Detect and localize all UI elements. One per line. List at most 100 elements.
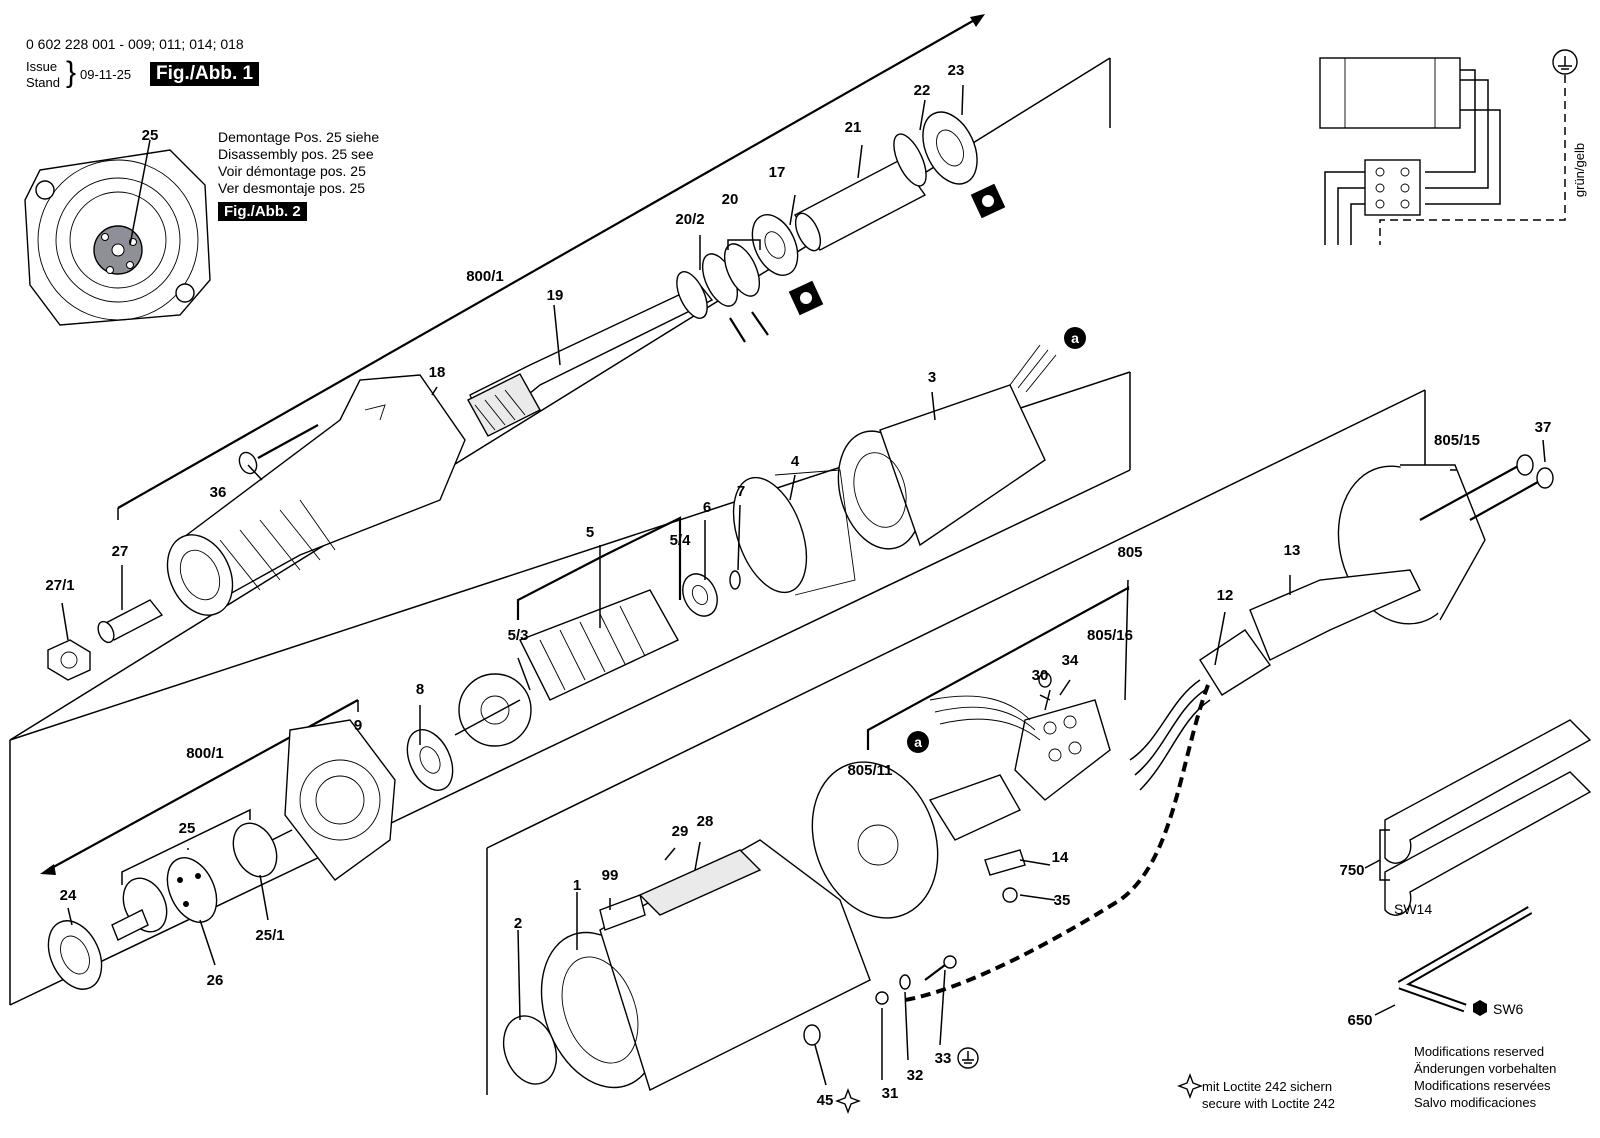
cable-12 — [904, 629, 1272, 1002]
sleeve-4 — [732, 469, 856, 596]
label-14: 14 — [1052, 849, 1069, 866]
label-33: 33 — [935, 1050, 952, 1067]
disc-26 — [166, 857, 218, 923]
label-36: 36 — [210, 484, 227, 501]
disassembly-note-es: Ver desmontaje pos. 25 — [218, 180, 366, 196]
washers-20 — [701, 243, 769, 343]
label-23: 23 — [948, 62, 965, 79]
label-12: 12 — [1217, 587, 1234, 604]
hex-key-650 — [1397, 906, 1533, 1016]
label-45: 45 — [817, 1092, 834, 1109]
coupling-25-1 — [232, 822, 293, 878]
assembly-frame-top — [9, 14, 1111, 741]
loctite-star-icon — [835, 1088, 861, 1114]
label-750: 750 — [1339, 862, 1364, 879]
wiring-schematic — [1319, 49, 1578, 245]
spindle-shaft-19 — [467, 284, 714, 437]
label-27-1: 27/1 — [45, 577, 74, 594]
retaining-ring-7 — [729, 570, 741, 590]
bearing-flange-9 — [284, 719, 396, 881]
issue-date: 09-11-25 — [80, 67, 132, 82]
screw-35 — [1002, 887, 1018, 903]
label-800-1-bottom: 800/1 — [186, 745, 224, 762]
disassembly-note-de: Demontage Pos. 25 siehe — [218, 129, 380, 145]
label-805-15: 805/15 — [1434, 432, 1480, 449]
label-805-11: 805/11 — [847, 762, 892, 779]
label-30: 30 — [1032, 667, 1049, 684]
label-5-3: 5/3 — [508, 627, 529, 644]
label-9: 9 — [354, 717, 362, 734]
label-37: 37 — [1535, 419, 1552, 436]
connector-marker-a-top: a — [1064, 327, 1086, 349]
modifications-note-en: Modifications reserved — [1414, 1044, 1545, 1059]
bearing-23 — [922, 111, 1006, 219]
connector-marker-a-mid: a — [907, 731, 929, 753]
loctite-note-en: secure with Loctite 242 — [1202, 1096, 1335, 1111]
brush-holder-805-11 — [811, 761, 1021, 919]
wrench-size-label: SW14 — [1394, 901, 1432, 917]
label-26: 26 — [207, 972, 224, 989]
field-winding-3 — [837, 344, 1057, 550]
label-8: 8 — [416, 681, 424, 698]
label-18: 18 — [429, 364, 446, 381]
bearing-17 — [751, 214, 824, 316]
disassembly-note-en: Disassembly pos. 25 see — [218, 146, 374, 162]
armature-5 — [454, 589, 679, 747]
label-19: 19 — [547, 287, 564, 304]
modifications-note-fr: Modifications reservées — [1414, 1078, 1551, 1093]
nut-27-1 — [47, 639, 91, 681]
modifications-note-de: Änderungen vorbehalten — [1414, 1061, 1557, 1076]
label-5-4: 5/4 — [670, 532, 692, 549]
label-21: 21 — [845, 119, 862, 136]
bearing-6 — [682, 573, 718, 617]
label-805-16: 805/16 — [1087, 627, 1133, 644]
label-3: 3 — [928, 369, 936, 386]
label-7: 7 — [737, 483, 745, 500]
label-20-2: 20/2 — [675, 211, 704, 228]
label-20: 20 — [722, 191, 739, 208]
label-5: 5 — [586, 524, 594, 541]
label-25-inset: 25 — [142, 127, 159, 144]
shaft-25 — [111, 877, 168, 941]
label-6: 6 — [703, 499, 711, 516]
disassembly-note-fr: Voir démontage pos. 25 — [218, 163, 366, 179]
part-number-list: 0 602 228 001 - 009; 011; 014; 018 — [26, 36, 244, 52]
inset-flange-drawing — [24, 139, 211, 326]
label-1: 1 — [573, 877, 581, 894]
label-13: 13 — [1284, 542, 1301, 559]
bearing-8 — [406, 729, 454, 791]
issue-brace: } — [66, 56, 77, 89]
o-ring-20-2 — [676, 271, 708, 319]
ground-parts-31-33 — [875, 955, 957, 1005]
motor-housing-1 — [540, 839, 871, 1091]
label-17: 17 — [769, 164, 786, 181]
connector-a-mid-label: a — [914, 734, 922, 750]
wrench-750 — [1384, 719, 1592, 916]
loctite-star-legend-icon — [1177, 1073, 1203, 1099]
collet-27 — [97, 599, 164, 644]
assembly-frame-bottom-right — [486, 389, 1426, 1095]
label-31: 31 — [882, 1085, 899, 1102]
label-25-1: 25/1 — [255, 927, 284, 944]
label-28: 28 — [697, 813, 714, 830]
figure-2-reference: Fig./Abb. 2 — [218, 202, 307, 221]
label-32: 32 — [907, 1067, 924, 1084]
modifications-note-es: Salvo modificaciones — [1414, 1095, 1537, 1110]
label-24: 24 — [60, 887, 77, 904]
label-29: 29 — [672, 823, 689, 840]
issue-label: Issue — [26, 59, 58, 74]
cable-protection-13 — [1249, 569, 1421, 661]
spacer-tube-21 — [793, 159, 927, 252]
gear-housing-18 — [166, 374, 466, 616]
label-4: 4 — [791, 453, 800, 470]
label-27: 27 — [112, 543, 129, 560]
figure-label: Fig./Abb. 1 — [150, 62, 260, 86]
screw-36 — [238, 424, 319, 475]
label-2: 2 — [514, 915, 522, 932]
label-800-1-top: 800/1 — [466, 268, 504, 285]
stand-label: Stand — [26, 75, 60, 90]
leader-lines — [61, 84, 1546, 1086]
seal-24 — [47, 920, 103, 990]
label-25: 25 — [179, 820, 196, 837]
